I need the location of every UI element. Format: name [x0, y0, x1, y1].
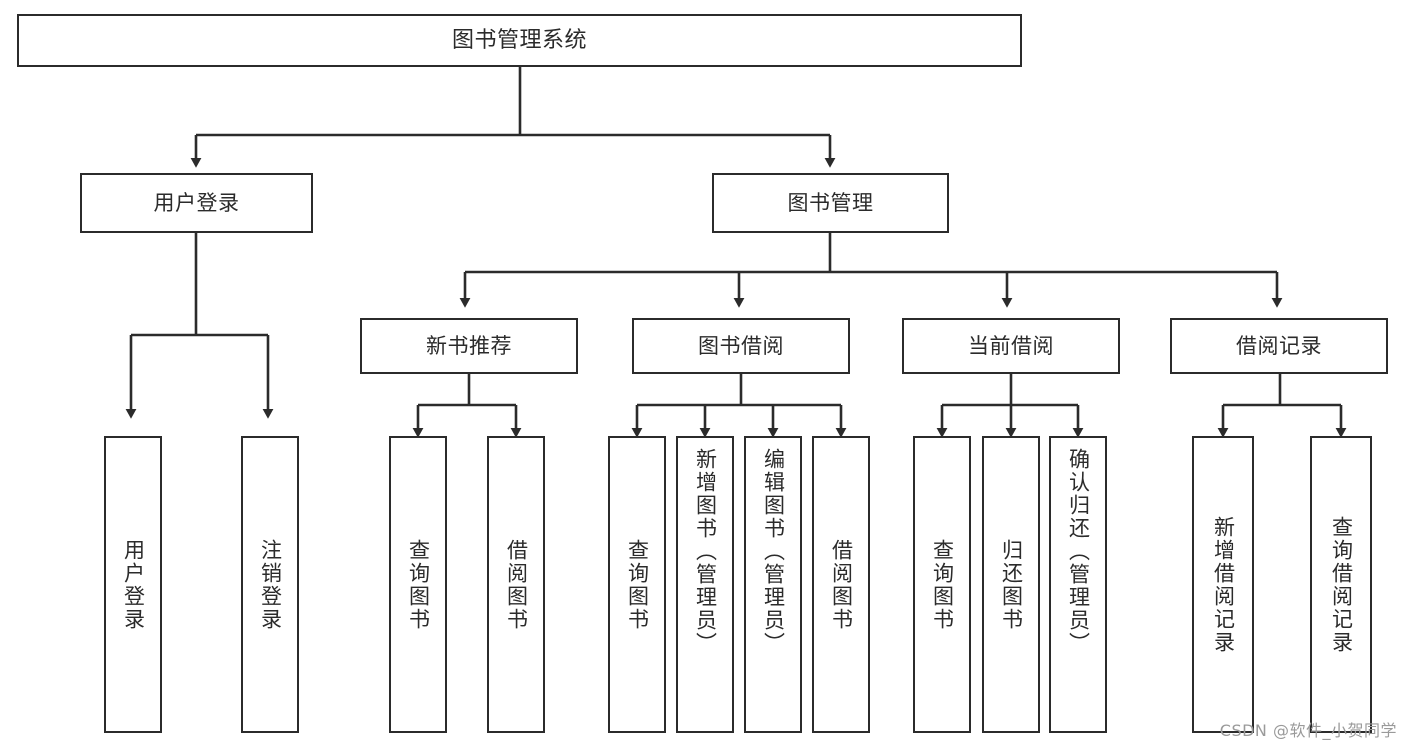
node-label: 查询图书 [406, 538, 431, 631]
node-label: 图书借阅 [698, 333, 784, 358]
leaf-confirm-return-admin[interactable]: 确认归还（管理员） [1049, 436, 1107, 733]
node-label: 当前借阅 [968, 333, 1054, 358]
node-label: 新增借阅记录 [1211, 515, 1236, 654]
leaf-return-book[interactable]: 归还图书 [982, 436, 1040, 733]
leaf-borrow-book[interactable]: 借阅图书 [812, 436, 870, 733]
node-label: 用户登录 [121, 538, 146, 631]
node-label: 新书推荐 [426, 333, 512, 358]
leaf-query-book-recommend[interactable]: 查询图书 [389, 436, 447, 733]
leaf-edit-book-admin[interactable]: 编辑图书（管理员） [744, 436, 802, 733]
node-label: 借阅记录 [1236, 333, 1322, 358]
node-label: 新增图书（管理员） [693, 448, 718, 655]
leaf-query-borrow-record[interactable]: 查询借阅记录 [1310, 436, 1372, 733]
node-label: 查询图书 [930, 538, 955, 631]
leaf-query-book-borrow[interactable]: 查询图书 [608, 436, 666, 733]
node-new-book-recommend[interactable]: 新书推荐 [360, 318, 578, 374]
csdn-watermark: CSDN @软件_小贺同学 [1219, 721, 1397, 740]
node-label: 确认归还（管理员） [1066, 448, 1091, 655]
node-label: 图书管理系统 [451, 27, 587, 53]
node-label: 借阅图书 [504, 538, 529, 631]
node-book-borrow[interactable]: 图书借阅 [632, 318, 850, 374]
node-label: 归还图书 [999, 538, 1024, 631]
node-current-borrow[interactable]: 当前借阅 [902, 318, 1120, 374]
node-borrow-record[interactable]: 借阅记录 [1170, 318, 1388, 374]
node-label: 图书管理 [787, 190, 874, 215]
leaf-logout[interactable]: 注销登录 [241, 436, 299, 733]
node-label: 查询借阅记录 [1329, 515, 1354, 654]
node-label: 编辑图书（管理员） [761, 448, 786, 655]
node-root-system[interactable]: 图书管理系统 [17, 14, 1022, 67]
node-label: 注销登录 [258, 538, 283, 631]
node-book-management[interactable]: 图书管理 [712, 173, 949, 233]
leaf-user-login[interactable]: 用户登录 [104, 436, 162, 733]
node-label: 用户登录 [153, 190, 240, 215]
leaf-query-book-current[interactable]: 查询图书 [913, 436, 971, 733]
node-label: 借阅图书 [829, 538, 854, 631]
leaf-add-borrow-record[interactable]: 新增借阅记录 [1192, 436, 1254, 733]
node-user-login[interactable]: 用户登录 [80, 173, 313, 233]
leaf-borrow-book-recommend[interactable]: 借阅图书 [487, 436, 545, 733]
node-label: 查询图书 [625, 538, 650, 631]
leaf-add-book-admin[interactable]: 新增图书（管理员） [676, 436, 734, 733]
